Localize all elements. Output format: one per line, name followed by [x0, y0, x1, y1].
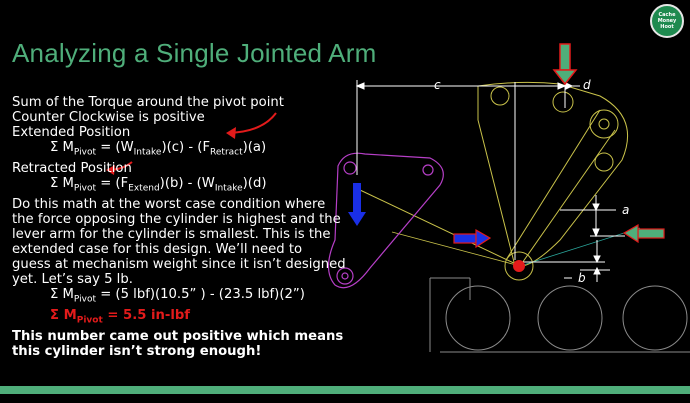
pivot-point: [513, 260, 525, 272]
paragraph-line: guess at mechanism weight since it isn’t…: [12, 257, 346, 273]
force-arrows: [348, 43, 665, 249]
magenta-arm: [327, 152, 444, 289]
dimension-lines: [355, 76, 625, 282]
paragraph-line: yet. Let’s say 5 lb.: [12, 272, 133, 288]
equation-result: Σ MPivot = 5.5 in-lbf: [50, 308, 191, 326]
cylinder-line: [391, 231, 521, 267]
cylinder-axis-line: [519, 227, 641, 267]
footer-bar: [0, 386, 690, 394]
frame-outline: [429, 277, 690, 353]
intake-mechanism: [477, 81, 629, 281]
equation-retracted: Σ MPivot = (FExtend)(b) - (WIntake)(d): [50, 176, 267, 194]
label-a: a: [622, 203, 630, 217]
arm-link-line: [359, 189, 521, 267]
label-c: c: [434, 78, 441, 92]
slide-title: Analyzing a Single Jointed Arm: [12, 38, 377, 68]
retracted-heading: Retracted Position: [12, 161, 132, 177]
conclusion-line: this cylinder isn’t strong enough!: [12, 343, 262, 359]
extended-heading: Extended Position: [12, 125, 131, 141]
conclusion-line: This number came out positive which mean…: [12, 328, 344, 344]
equation-extended: Σ MPivot = (WIntake)(c) - (FRetract)(a): [50, 140, 267, 158]
logo-line: Cache: [658, 12, 676, 18]
logo-line: Money: [657, 18, 677, 24]
paragraph-line: lever arm for the cylinder is smallest. …: [12, 227, 331, 243]
annotation-arrows: [106, 112, 277, 175]
paragraph-line: Do this math at the worst case condition…: [12, 196, 326, 212]
logo: Cache Money Hoot: [650, 4, 684, 38]
label-d: d: [583, 78, 591, 92]
paragraph-line: the force opposing the cylinder is highe…: [12, 211, 341, 227]
body-line: Sum of the Torque around the pivot point: [12, 95, 284, 110]
slide-body: Sum of the Torque around the pivot point…: [12, 95, 346, 359]
logo-line: Hoot: [660, 24, 674, 30]
label-b: b: [578, 271, 586, 285]
paragraph-line: extended case for this design. We’ll nee…: [12, 242, 303, 258]
equation-numeric: Σ MPivot = (5 lbf)(10.5” ) - (23.5 lbf)(…: [50, 287, 305, 306]
body-line: Counter Clockwise is positive: [12, 110, 205, 126]
